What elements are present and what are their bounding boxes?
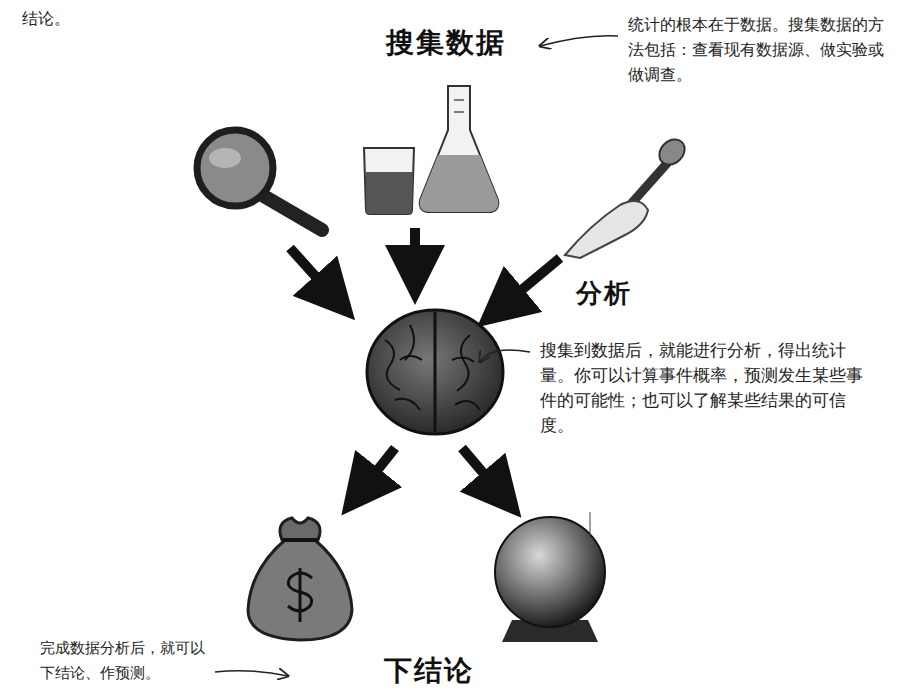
- note-text: 完成数据分析后，就可以下结论、作预测。: [40, 636, 218, 686]
- flow-arrows: [290, 228, 560, 495]
- note-text: 搜集到数据后，就能进行分析，得出统计量。你可以计算事件概率，预测发生某些事件的可…: [540, 338, 870, 438]
- lab-glassware: [364, 86, 498, 214]
- microphone: [565, 134, 690, 258]
- magnifier: [197, 130, 322, 230]
- stage-title: 搜集数据: [386, 24, 506, 62]
- page-fragment: 结论。: [22, 6, 70, 31]
- money-bag: [248, 518, 352, 640]
- stage-title: 下结论: [384, 652, 474, 690]
- note-text: 统计的根本在于数据。搜集数据的方法包括：查看现有数据源、做实验或做调查。: [628, 12, 896, 87]
- crystal-ball: [495, 512, 605, 642]
- brain: [367, 310, 503, 434]
- stage-title: 分析: [576, 276, 632, 311]
